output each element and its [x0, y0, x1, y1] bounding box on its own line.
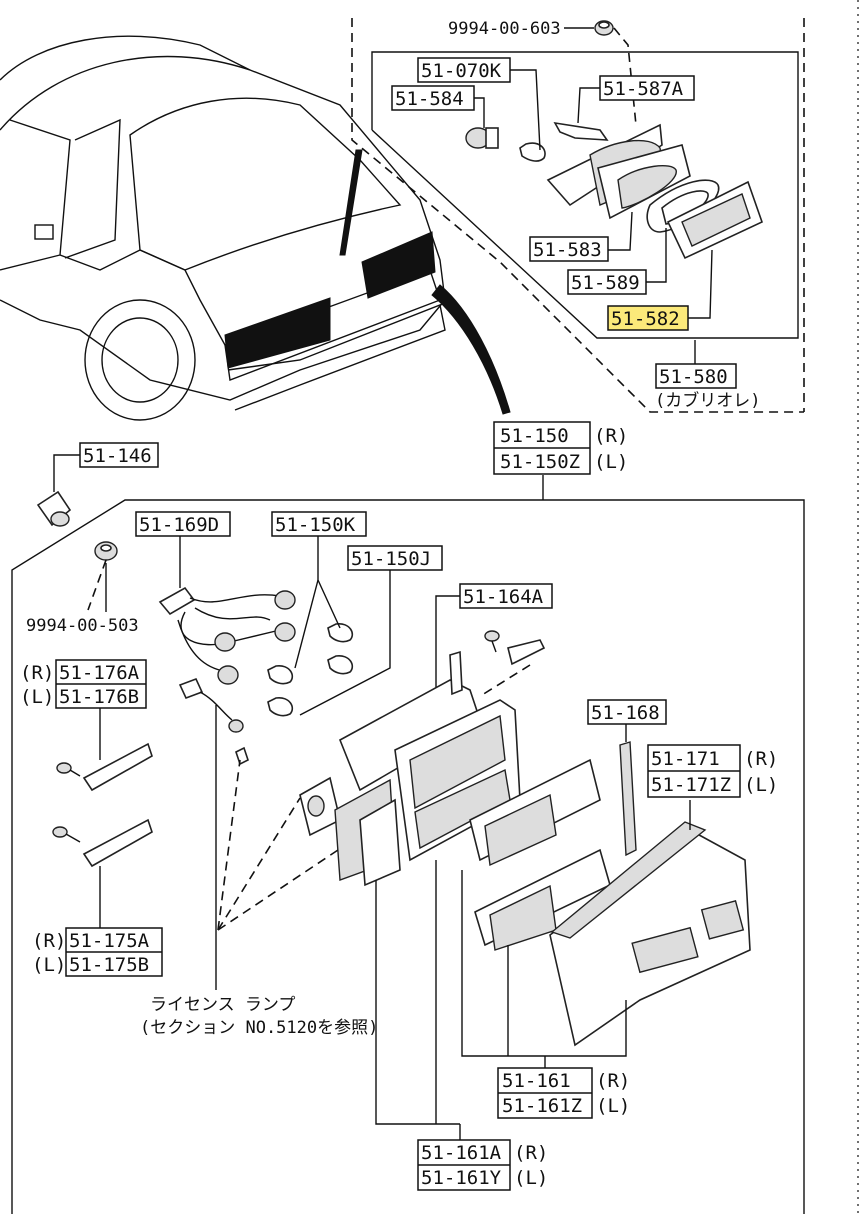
svg-text:51-161Y: 51-161Y [421, 1167, 502, 1189]
label-51-070K: 51-070K [417, 57, 511, 83]
svg-text:51-161Z: 51-161Z [502, 1095, 582, 1117]
svg-text:(R): (R) [596, 1070, 630, 1092]
svg-text:51-070K: 51-070K [421, 60, 502, 82]
garnish-icon [549, 821, 751, 1047]
marker-housing-icon [546, 123, 691, 220]
svg-text:(L): (L) [596, 1095, 630, 1117]
svg-text:(L): (L) [744, 774, 778, 796]
svg-text:51-150: 51-150 [500, 425, 569, 447]
svg-text:51-582: 51-582 [611, 308, 680, 330]
label-51-175: 51-175A 51-175B (R) (L) [32, 927, 163, 977]
svg-text:51-589: 51-589 [571, 272, 640, 294]
svg-text:51-150K: 51-150K [275, 514, 356, 536]
screw-icon [484, 630, 500, 653]
svg-text:51-580: 51-580 [659, 366, 728, 388]
svg-text:51-150J: 51-150J [351, 548, 431, 570]
svg-text:51-146: 51-146 [83, 445, 152, 467]
svg-text:51-587A: 51-587A [603, 78, 684, 100]
svg-text:(L): (L) [20, 686, 54, 708]
svg-text:51-175B: 51-175B [69, 954, 149, 976]
grommet-icon [36, 490, 72, 527]
label-51-150J: 51-150J [347, 545, 443, 571]
svg-text:(L): (L) [514, 1167, 548, 1189]
label-9994-00-603: 9994-00-603 [448, 19, 561, 39]
svg-text:51-161A: 51-161A [421, 1142, 502, 1164]
label-51-164A: 51-164A [459, 583, 553, 609]
label-51-171: 51-171 51-171Z (R) (L) [647, 744, 778, 798]
label-51-146: 51-146 [79, 442, 159, 468]
svg-text:51-168: 51-168 [591, 702, 660, 724]
car-illustration [0, 35, 511, 421]
svg-text:(L): (L) [32, 954, 66, 976]
svg-text:(R): (R) [514, 1142, 548, 1164]
label-51-583: 51-583 [529, 236, 609, 262]
svg-text:9994-00-503: 9994-00-503 [26, 616, 139, 636]
main-frame [11, 340, 805, 1214]
label-51-582: 51-582 [607, 305, 689, 331]
svg-text:51-176B: 51-176B [59, 686, 139, 708]
bracket-icon [52, 742, 153, 868]
svg-text:51-169D: 51-169D [139, 514, 219, 536]
svg-text:(R): (R) [20, 662, 54, 684]
svg-text:51-171: 51-171 [651, 748, 720, 770]
svg-text:(R): (R) [594, 425, 628, 447]
clip-icon [507, 639, 546, 666]
svg-text:(R): (R) [744, 748, 778, 770]
label-51-589: 51-589 [567, 269, 647, 295]
svg-text:51-175A: 51-175A [69, 930, 150, 952]
label-51-584: 51-584 [391, 85, 475, 111]
lens-icon [666, 180, 763, 260]
label-51-580: 51-580 (カブリオレ) [655, 363, 760, 411]
label-51-161: 51-161 51-161Z (R) (L) [497, 1067, 630, 1119]
svg-text:(L): (L) [594, 451, 628, 473]
cabriolet-inset [351, 18, 805, 413]
label-51-150K: 51-150K [271, 511, 367, 537]
wiring-harness-icon [158, 586, 296, 766]
seal-icon [619, 741, 637, 857]
svg-text:51-164A: 51-164A [463, 586, 544, 608]
svg-text:51-584: 51-584 [395, 88, 464, 110]
lens-icon [469, 758, 611, 951]
svg-text:51-583: 51-583 [533, 239, 602, 261]
nut-icon [594, 20, 614, 36]
lamp-housing-icon [299, 650, 521, 887]
label-51-176: 51-176A 51-176B (R) (L) [20, 659, 147, 709]
label-51-169D: 51-169D [135, 511, 231, 537]
nut-icon [94, 541, 118, 561]
label-51-150: 51-150 51-150Z (R) (L) [493, 421, 628, 475]
svg-text:9994-00-603: 9994-00-603 [448, 19, 561, 39]
license-lamp-note: ライセンス ランプ (セクション NO.5120を参照) [140, 995, 378, 1038]
svg-text:51-150Z: 51-150Z [500, 451, 580, 473]
label-51-168: 51-168 [587, 699, 667, 725]
svg-text:(R): (R) [32, 930, 66, 952]
svg-text:(セクション NO.5120を参照): (セクション NO.5120を参照) [140, 1018, 378, 1038]
svg-text:51-176A: 51-176A [59, 662, 140, 684]
bulb-socket-icon [465, 127, 499, 149]
bracket-icon [553, 121, 609, 141]
svg-text:51-171Z: 51-171Z [651, 774, 731, 796]
label-51-587A: 51-587A [599, 75, 695, 101]
bulb-icon [519, 142, 546, 162]
svg-text:(カブリオレ): (カブリオレ) [655, 390, 760, 411]
label-51-161A: 51-161A 51-161Y (R) (L) [417, 1139, 548, 1191]
svg-text:ライセンス ランプ: ライセンス ランプ [150, 995, 295, 1015]
bulb-icon [267, 623, 354, 717]
svg-text:51-161: 51-161 [502, 1070, 571, 1092]
label-9994-00-503: 9994-00-503 [26, 616, 139, 636]
